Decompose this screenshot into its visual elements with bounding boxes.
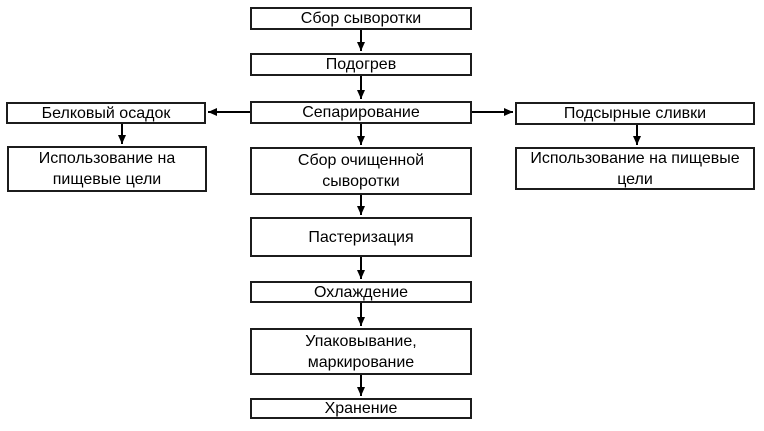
node-protein-sediment: Белковый осадок (6, 102, 206, 124)
node-food-use-right: Использование на пищевые цели (515, 147, 755, 190)
node-cheese-cream: Подсырные сливки (515, 102, 755, 125)
node-pasteurization: Пастеризация (250, 217, 472, 257)
node-whey-collection: Сбор сыворотки (250, 7, 472, 30)
node-separation: Сепарирование (250, 101, 472, 124)
node-purified-whey-collection: Сбор очищенной сыворотки (250, 147, 472, 195)
node-storage: Хранение (250, 398, 472, 419)
node-cooling: Охлаждение (250, 281, 472, 303)
node-heating: Подогрев (250, 53, 472, 76)
node-food-use-left: Использование на пищевые цели (7, 146, 207, 192)
node-packaging-labeling: Упаковывание, маркирование (250, 328, 472, 375)
